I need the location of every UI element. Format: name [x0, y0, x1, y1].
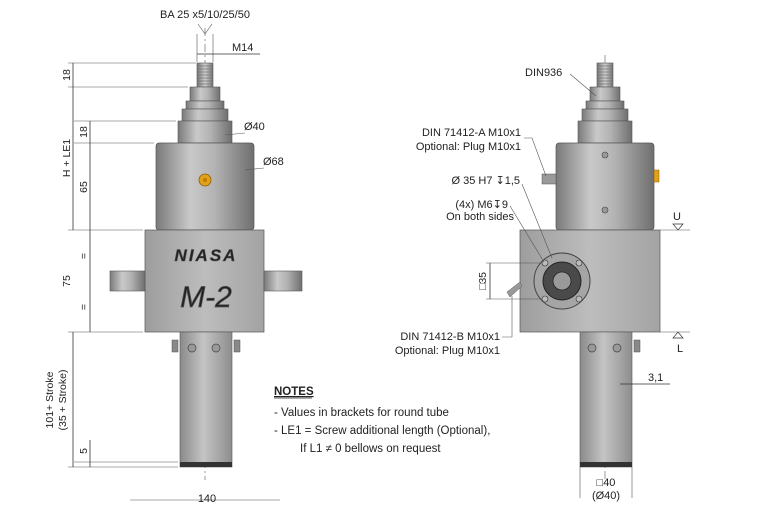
dim-h-le1-label: H + LE1 [61, 139, 73, 177]
equal-mark-upper: = [78, 253, 90, 259]
left-tube-tab [233, 339, 241, 353]
m6-hole-icon [575, 259, 583, 267]
din936-label: DIN936 [525, 67, 562, 79]
cap-diameter-label: Ø40 [244, 121, 265, 133]
housing-screw-icon [601, 151, 609, 159]
dim-housing-label: 65 [78, 181, 90, 193]
din-a-leader [524, 137, 547, 177]
housing-screw-icon [601, 206, 609, 214]
left-tube-tab [171, 339, 179, 353]
left-thread-lines [197, 65, 213, 85]
left-input-shaft [109, 270, 146, 292]
left-bolt-icon [211, 343, 221, 353]
cap-diameter-leader [224, 132, 246, 136]
left-tube-end [180, 462, 232, 467]
l-mark-triangle [672, 331, 684, 339]
housing-diameter-label: Ø68 [263, 156, 284, 168]
side-plug-icon [653, 169, 660, 183]
right-collar [581, 108, 629, 122]
offset-label: 3,1 [648, 372, 663, 384]
dim-bottom-label: 5 [78, 448, 90, 454]
right-bolt-icon [612, 343, 622, 353]
right-cap [577, 120, 633, 144]
u-mark-triangle [672, 223, 684, 231]
thread-size-label: M14 [232, 42, 253, 54]
dim-stroke-label: 101+ Stroke [44, 371, 56, 428]
right-washer [585, 100, 625, 110]
din-b-nipple-icon [506, 281, 523, 298]
left-collar [181, 108, 229, 122]
right-tube-end [580, 462, 632, 467]
din-b-label-line1: DIN 71412-B M10x1 [400, 331, 500, 343]
din-b-leader [502, 296, 513, 338]
din-a-label-line1: DIN 71412-A M10x1 [422, 127, 521, 139]
left-washer [185, 100, 225, 110]
m6-hole-icon [541, 259, 549, 267]
thread-holes-label-line2: On both sides [446, 211, 514, 223]
equal-mark-lower: = [78, 304, 90, 310]
right-tube-tab [633, 339, 641, 353]
right-bolt-icon [587, 343, 597, 353]
shaft-center-icon [552, 271, 572, 291]
width-dim-label: 140 [198, 493, 216, 502]
notes-heading: NOTES [274, 386, 314, 398]
dim-top-label: 18 [61, 69, 73, 81]
din-b-label-line2: Optional: Plug M10x1 [395, 345, 500, 357]
housing-diameter-leader [244, 167, 265, 171]
left-dimension-chain [68, 62, 196, 468]
m6-hole-icon [575, 295, 583, 303]
thread-callout-leader [197, 23, 206, 35]
u-mark-label: U [673, 211, 681, 223]
left-view: NIASA M-2 BA 25 x5/10/25/50 M14 Ø40 Ø68 [44, 9, 303, 505]
model-label: M-2 [180, 281, 232, 314]
left-nut [189, 86, 221, 102]
right-nut [589, 86, 621, 102]
thread-holes-label-line1: (4x) M6↧9 [455, 199, 508, 211]
thread-callout: BA 25 x5/10/25/50 [160, 9, 250, 21]
notes-line2: - LE1 = Screw additional length (Optiona… [274, 425, 490, 437]
left-housing [155, 142, 255, 231]
tube-round-label: (Ø40) [592, 490, 620, 502]
left-gearbox [144, 229, 265, 333]
tube-square-label: □40 [597, 477, 616, 489]
right-input-shaft [263, 270, 303, 292]
dim-stroke-round-label: (35 + Stroke) [57, 370, 69, 431]
right-view: DIN936 DIN 71412-A M10x1 Optional: Plug … [395, 55, 690, 502]
right-thread-lines [597, 65, 613, 85]
notes-line1: - Values in brackets for round tube [274, 407, 449, 419]
notes-block: NOTES - Values in brackets for round tub… [274, 386, 490, 455]
bore-leader [521, 183, 553, 259]
notes-line3: If L1 ≠ 0 bellows on request [300, 443, 441, 455]
left-bolt-icon [187, 343, 197, 353]
thread-callout-leader [204, 23, 213, 35]
thread-holes-leader [509, 205, 545, 263]
bore-label: Ø 35 H7 ↧1,5 [451, 175, 520, 187]
l-mark-label: L [677, 343, 683, 355]
side-grease-nipple-icon [541, 173, 557, 185]
dim-cap-label: 18 [78, 126, 90, 138]
brand-logo: NIASA [175, 246, 238, 265]
left-tube [179, 331, 233, 468]
left-cap [177, 120, 233, 144]
din-a-label-line2: Optional: Plug M10x1 [416, 141, 521, 153]
m6-hole-icon [541, 295, 549, 303]
right-tube [579, 331, 633, 468]
din936-leader [569, 73, 597, 97]
grease-nipple-center [203, 178, 207, 182]
dim-gearbox-label: 75 [61, 275, 73, 287]
square-dim-label: □35 [477, 272, 489, 290]
